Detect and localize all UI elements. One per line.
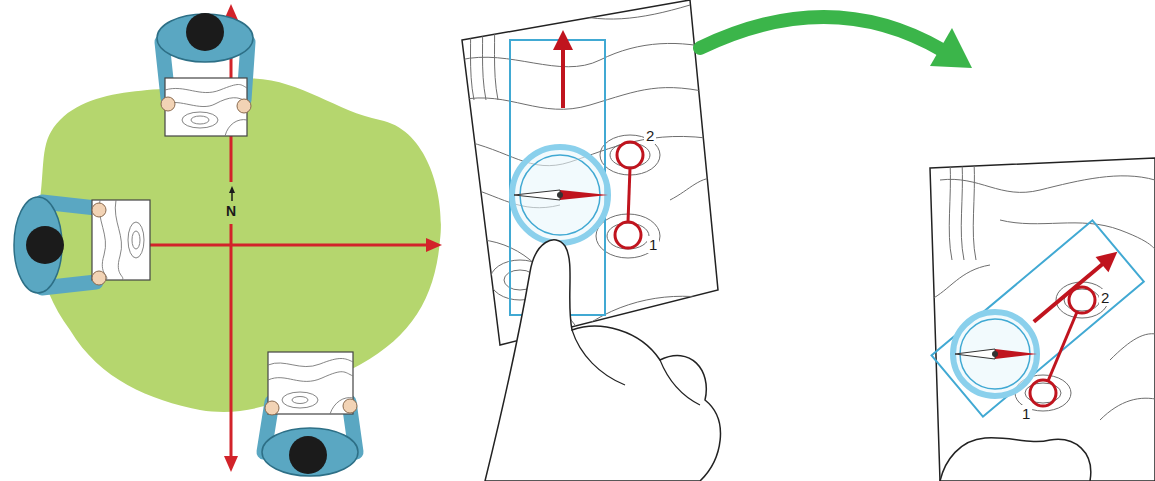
north-arrow xyxy=(229,186,235,201)
topographic-map-rotated-part xyxy=(930,160,1155,420)
topographic-map-rotated-part xyxy=(930,158,1155,481)
person-top-part xyxy=(157,14,253,62)
topographic-map-rotated xyxy=(930,158,1155,481)
compass-part xyxy=(560,190,608,200)
compass-part xyxy=(553,30,573,50)
landmark-circles-rotated-part xyxy=(1048,312,1077,381)
callout-number: 2 xyxy=(1099,289,1111,306)
compass-part xyxy=(561,48,565,108)
label-patch xyxy=(220,182,244,224)
landmark-circles-rotated xyxy=(1030,287,1095,406)
person-bottom-part xyxy=(268,359,353,415)
callout-number: 1 xyxy=(1020,405,1032,422)
topographic-map xyxy=(460,0,720,350)
landmark-circles-part xyxy=(617,142,643,168)
north-arrow-part xyxy=(229,186,235,193)
person-left-part xyxy=(92,271,106,285)
compass-rotated-part xyxy=(953,312,1037,396)
compass-rotated xyxy=(932,220,1144,416)
person-left xyxy=(14,197,150,293)
compass-rotated-part xyxy=(955,349,995,359)
compass-rotated-part xyxy=(995,349,1037,359)
hand-detail xyxy=(572,330,700,405)
person-bottom-part xyxy=(289,436,327,474)
hand-rotated xyxy=(940,438,1091,481)
compass-rotated-part xyxy=(992,351,998,357)
person-top-part xyxy=(237,99,251,113)
person-bottom-part xyxy=(268,352,353,414)
person-left-part xyxy=(92,200,150,280)
landmark-circles-part xyxy=(615,222,641,248)
cardinal-arrows-part xyxy=(150,244,428,247)
landmark-circles-part xyxy=(628,168,630,222)
north-arrow-part xyxy=(231,192,233,201)
cardinal-arrows-part xyxy=(426,238,442,252)
cardinal-arrows xyxy=(150,4,442,472)
hand xyxy=(485,240,720,481)
rotation-arrow-part xyxy=(930,28,972,68)
compass-part xyxy=(512,147,608,243)
topographic-map-part xyxy=(462,0,718,345)
landmark-circles-rotated-part xyxy=(1069,287,1095,313)
ground-area xyxy=(36,78,441,412)
person-bottom xyxy=(262,352,358,476)
callout-number: 1 xyxy=(647,236,659,253)
landmark-circles xyxy=(615,142,643,248)
person-bottom-part xyxy=(265,401,279,415)
compass-part xyxy=(557,192,563,198)
person-bottom-part xyxy=(343,399,357,413)
person-top-part xyxy=(186,13,224,51)
compass-rotated-part xyxy=(932,220,1144,416)
person-left-part xyxy=(26,226,64,264)
compass-part xyxy=(514,190,560,200)
compass-direction: N xyxy=(224,203,238,220)
person-top-part xyxy=(165,85,247,137)
rotation-arrow xyxy=(700,17,972,68)
cardinal-arrows-part xyxy=(224,456,238,472)
callout-number: 2 xyxy=(644,127,656,144)
person-top-part xyxy=(165,78,247,136)
topographic-map-part xyxy=(460,5,720,350)
person-top xyxy=(157,13,253,136)
person-bottom-part xyxy=(262,428,358,476)
rotation-arrow-part xyxy=(700,17,942,50)
landmark-circles-rotated-part xyxy=(1030,380,1056,406)
person-left-part xyxy=(92,203,106,217)
person-top-part xyxy=(161,97,175,111)
